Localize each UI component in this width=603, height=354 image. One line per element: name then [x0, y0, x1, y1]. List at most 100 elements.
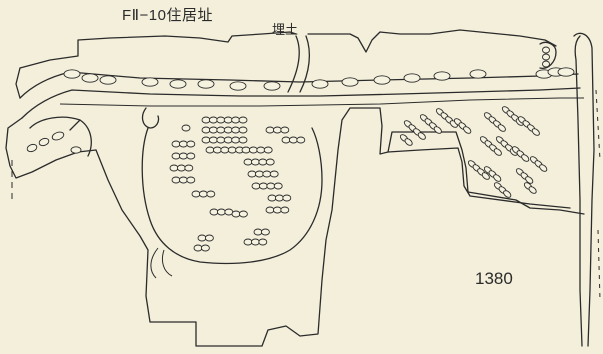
- stone: [241, 146, 251, 154]
- stone: [254, 170, 264, 178]
- stone: [231, 126, 241, 134]
- site-boundary-top: [19, 29, 557, 69]
- central-pit-outline: [141, 127, 323, 265]
- band-stone-row: [63, 46, 575, 91]
- stone: [223, 136, 233, 144]
- stone: [260, 228, 270, 236]
- stone: [373, 75, 391, 85]
- stone: [493, 174, 502, 182]
- stone: [296, 136, 306, 144]
- site-title: FⅡ−10住居址: [122, 7, 213, 24]
- vertical-post: [573, 32, 595, 347]
- stone: [493, 148, 502, 156]
- stone: [247, 170, 257, 178]
- stone: [206, 190, 216, 198]
- stone: [209, 208, 219, 216]
- stone: [178, 140, 188, 148]
- stone: [205, 146, 215, 154]
- stone: [70, 146, 82, 154]
- stone: [267, 194, 277, 202]
- stone: [481, 172, 490, 180]
- stone: [201, 136, 211, 144]
- stone: [171, 152, 181, 160]
- stone: [265, 206, 275, 214]
- stone: [212, 146, 222, 154]
- stone: [208, 136, 218, 144]
- right-edge-dashes: [595, 89, 601, 301]
- stone: [269, 170, 279, 178]
- stone: [463, 126, 472, 134]
- fill-soil-layer: [287, 35, 311, 93]
- stone: [282, 194, 292, 202]
- stone: [229, 81, 247, 91]
- stone: [266, 182, 276, 190]
- stone: [208, 126, 218, 134]
- stone: [433, 126, 442, 134]
- stone: [288, 136, 298, 144]
- stone-cluster-left: [26, 124, 191, 154]
- stone: [181, 124, 191, 132]
- stone: [273, 182, 283, 190]
- stone: [272, 206, 282, 214]
- stone: [26, 143, 38, 153]
- stone: [200, 244, 210, 252]
- stone: [263, 146, 273, 154]
- stone: [223, 116, 233, 124]
- stone: [238, 126, 248, 134]
- stone: [169, 79, 187, 89]
- stone: [169, 164, 179, 172]
- stone: [243, 238, 253, 246]
- stone: [204, 234, 214, 242]
- stone: [265, 126, 275, 134]
- right-pit-outline: [387, 147, 571, 209]
- stone: [281, 136, 291, 144]
- site-boundary-left: [5, 67, 97, 179]
- stone: [216, 208, 226, 216]
- stone: [542, 53, 550, 61]
- stone: [258, 238, 268, 246]
- stone: [38, 137, 50, 147]
- stone: [503, 190, 512, 198]
- stone: [141, 77, 159, 87]
- stone: [184, 164, 194, 172]
- stone: [227, 146, 237, 154]
- stone: [186, 140, 196, 148]
- stone: [63, 69, 81, 79]
- left-pit-outline: [29, 116, 92, 157]
- stone: [557, 67, 575, 77]
- stone: [231, 210, 241, 218]
- stone-cluster-b: [399, 106, 548, 198]
- stone: [238, 136, 248, 144]
- stone: [274, 194, 284, 202]
- hook-feature: [141, 107, 160, 129]
- stone: [525, 176, 534, 184]
- stone: [178, 152, 188, 160]
- stone: [280, 206, 290, 214]
- stone: [311, 79, 329, 89]
- stone: [417, 132, 426, 140]
- stone: [272, 126, 282, 134]
- stone: [231, 136, 241, 144]
- stone: [99, 75, 117, 85]
- stone: [198, 190, 208, 198]
- stone: [263, 81, 281, 91]
- stone: [238, 210, 248, 218]
- stone-cluster-a: [169, 116, 306, 252]
- stone: [539, 164, 548, 172]
- stone: [201, 116, 211, 124]
- stone: [258, 182, 268, 190]
- stone: [542, 46, 550, 54]
- stone: [250, 158, 260, 166]
- main-band-lower: [21, 87, 581, 119]
- stone: [197, 234, 207, 242]
- figure-number: 1380: [475, 269, 513, 288]
- stone: [497, 124, 506, 132]
- stone: [280, 126, 290, 134]
- soil-label: 埋土: [272, 22, 298, 37]
- stone: [243, 158, 253, 166]
- stone: [186, 152, 196, 160]
- stone: [178, 176, 188, 184]
- central-pit-inner-arc: [150, 247, 173, 279]
- stone: [81, 73, 99, 83]
